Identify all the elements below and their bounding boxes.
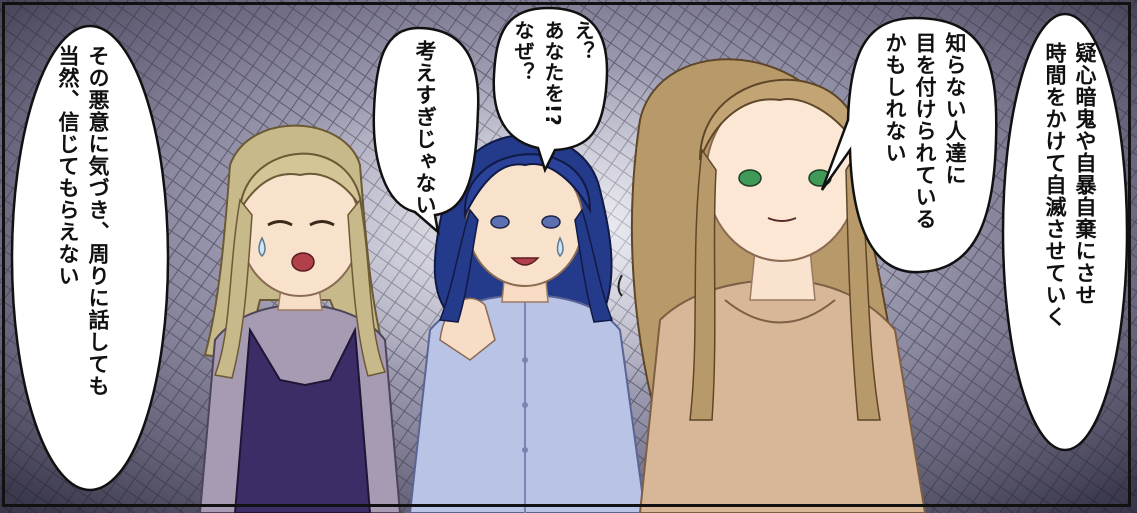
bubble-center-left-text: 考えすぎじゃない (413, 40, 437, 216)
bubble-center-right-shape (820, 16, 998, 274)
character-left (198, 124, 402, 513)
bubble-left-shape (10, 24, 170, 492)
bubble-left-text: その悪意に気づき、周りに話しても 当然、信じてもらえない (56, 45, 110, 397)
bubble-center-text: え？ あなたを!? なぜ？ (511, 20, 595, 127)
bubble-center-shape (492, 6, 609, 174)
bubble-center-right-text: 知らない人達に 目を付けられている かもしれない (883, 32, 967, 230)
bubble-right-text: 疑心暗鬼や自暴自棄にさせ 時間をかけて自滅させていく (1043, 42, 1097, 328)
bubble-center-left-shape (372, 26, 480, 236)
character-center (408, 134, 647, 513)
bubble-right-shape (1001, 12, 1129, 452)
character-right (630, 58, 927, 513)
